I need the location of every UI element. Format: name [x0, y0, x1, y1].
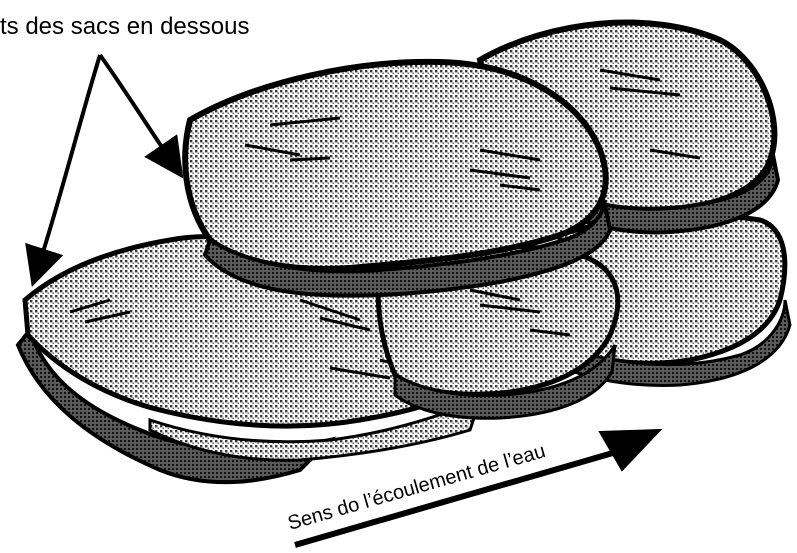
curved-arrow-icon	[38, 55, 172, 268]
top-label: ts des sacs en dessous	[0, 13, 249, 40]
sandbag-top-front	[185, 62, 610, 296]
